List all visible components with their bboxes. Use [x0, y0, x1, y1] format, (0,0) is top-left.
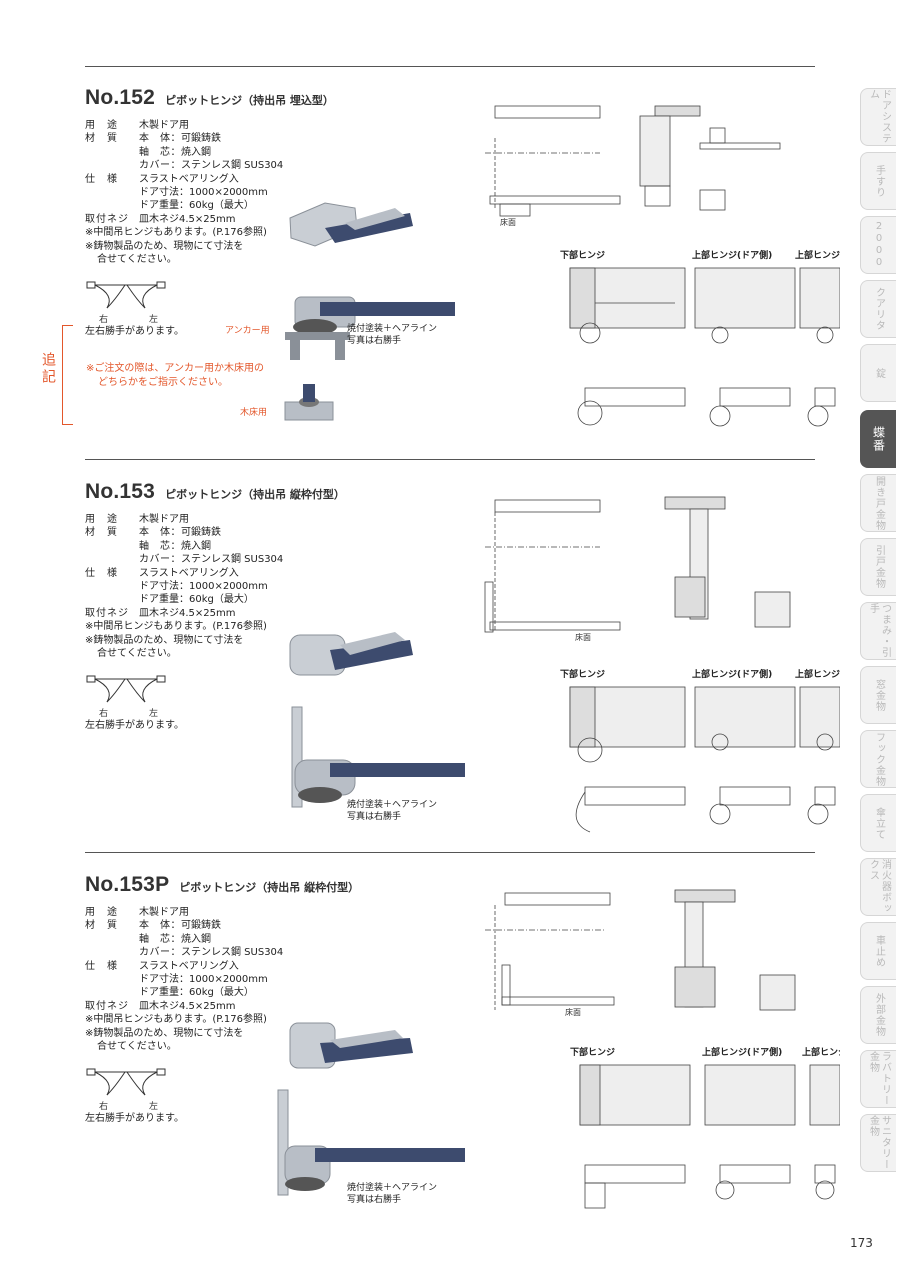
tab-lavatory-hardware[interactable]: ラバトリー金物: [860, 1050, 896, 1108]
tab-door-system[interactable]: ドアシステム: [860, 88, 896, 146]
caption-finish: 焼付塗装＋ヘアライン: [347, 1183, 438, 1193]
svg-text:上部ヒンジ(枠側): 上部ヒンジ(枠側): [795, 668, 840, 680]
svg-text:床面: 床面: [565, 1007, 581, 1017]
svg-text:下部ヒンジ: 下部ヒンジ: [560, 249, 605, 261]
tab-window-hardware[interactable]: 窓金物: [860, 666, 896, 724]
hinge-photo: [289, 1022, 413, 1069]
svg-text:右: 右: [99, 1100, 108, 1112]
spec-list: 用 途木製ドア用 材 質本 体：可鍛鋳鉄 軸 芯：焼入鋼 カバー：ステンレス鋼 …: [85, 120, 284, 266]
model-number: No.153P: [85, 873, 170, 896]
svg-text:上部ヒンジ(ドア側): 上部ヒンジ(ドア側): [692, 668, 772, 680]
tab-sanitary-hardware[interactable]: サニタリー金物: [860, 1114, 896, 1172]
tab-qualita[interactable]: クアリタ: [860, 280, 896, 338]
tab-swing-door-hardware[interactable]: 開き戸金物: [860, 474, 896, 532]
svg-text:床面: 床面: [500, 217, 516, 227]
tab-umbrella-stand[interactable]: 傘立て: [860, 794, 896, 852]
tab-sliding-door-hardware[interactable]: 引戸金物: [860, 538, 896, 596]
addendum-note: ※ご注文の際は、アンカー用か木床用の どちらかをご指示ください。: [86, 363, 264, 388]
product-section-152: No.152 ピボットヒンジ（持出吊 埋込型） 用 途木製ドア用 材 質本 体：…: [85, 86, 845, 456]
tab-hook-hardware[interactable]: フック金物: [860, 730, 896, 788]
product-subtitle: ピボットヒンジ（持出吊 縦枠付型）: [165, 488, 345, 501]
caption-photo-hand: 写真は右勝手: [347, 812, 402, 822]
svg-text:下部ヒンジ: 下部ヒンジ: [570, 1046, 615, 1058]
hand-note: 左右勝手があります。: [85, 720, 184, 731]
swing-diagram: 右 左: [86, 1068, 166, 1112]
hinge-photo-wood: [284, 384, 334, 421]
section-divider: [85, 459, 815, 460]
tab-knobs-pulls[interactable]: つまみ・引手: [860, 602, 896, 660]
svg-text:上部ヒンジ(ドア側): 上部ヒンジ(ドア側): [692, 249, 772, 261]
section-divider: [85, 852, 815, 853]
product-section-153p: No.153P ピボットヒンジ（持出吊 縦枠付型） 用 途木製ドア用 材 質本 …: [85, 873, 845, 1243]
tab-car-stop[interactable]: 車止め: [860, 922, 896, 980]
caption-photo-hand: 写真は右勝手: [347, 1195, 402, 1205]
svg-text:上部ヒンジ(ドア側): 上部ヒンジ(ドア側): [702, 1046, 782, 1058]
svg-text:上部ヒンジ(枠側): 上部ヒンジ(枠側): [802, 1046, 840, 1058]
product-subtitle: ピボットヒンジ（持出吊 埋込型）: [165, 94, 334, 107]
hinge-photo-anchor: [285, 296, 455, 360]
caption-wood: 木床用: [240, 408, 268, 418]
tab-2000[interactable]: 2000: [860, 216, 896, 274]
hand-note: 左右勝手があります。: [85, 326, 184, 337]
spec-list: 用 途木製ドア用 材 質本 体：可鍛鋳鉄 軸 芯：焼入鋼 カバー：ステンレス鋼 …: [85, 907, 284, 1053]
svg-text:上部ヒンジ(枠側): 上部ヒンジ(枠側): [795, 249, 840, 261]
model-number: No.153: [85, 480, 156, 503]
tab-fire-extinguisher-box[interactable]: 消火器ボックス: [860, 858, 896, 916]
technical-drawing: 床面 下部ヒンジ 上部ヒンジ(ドア側) 上部ヒンジ(枠側): [485, 105, 840, 427]
svg-text:右: 右: [99, 313, 108, 325]
tab-hinge[interactable]: 蝶番: [860, 410, 896, 468]
tab-handrail[interactable]: 手すり: [860, 152, 896, 210]
hinge-photo-frame: [291, 706, 465, 808]
technical-drawing: 床面 下部ヒンジ 上部ヒンジ(ドア側) 上部ヒンジ(枠側): [484, 496, 840, 833]
section-divider: [85, 66, 815, 67]
addendum-mark: 追記: [40, 352, 56, 386]
caption-photo-hand: 写真は右勝手: [347, 336, 402, 346]
caption-finish: 焼付塗装＋ヘアライン: [347, 324, 438, 334]
svg-text:左: 左: [149, 313, 158, 325]
svg-text:右: 右: [99, 707, 108, 719]
hand-note: 左右勝手があります。: [85, 1113, 184, 1124]
svg-text:下部ヒンジ: 下部ヒンジ: [560, 668, 605, 680]
hinge-photo-frame: [277, 1089, 465, 1196]
model-number: No.152: [85, 86, 156, 109]
hinge-photo: [289, 632, 413, 676]
svg-text:床面: 床面: [575, 632, 591, 642]
tab-exterior-hardware[interactable]: 外部金物: [860, 986, 896, 1044]
svg-text:左: 左: [149, 707, 158, 719]
swing-diagram: 右 左: [86, 281, 166, 325]
caption-finish: 焼付塗装＋ヘアライン: [347, 800, 438, 810]
page-number: 173: [850, 1236, 873, 1250]
technical-drawing: 床面 下部ヒンジ 上部ヒンジ(ドア側) 上部ヒンジ(枠側): [485, 889, 840, 1209]
product-subtitle: ピボットヒンジ（持出吊 縦枠付型）: [179, 881, 360, 894]
tab-lock[interactable]: 錠: [860, 344, 896, 402]
svg-text:左: 左: [149, 1100, 158, 1112]
addendum-bracket: [62, 325, 73, 425]
hinge-photo: [289, 202, 413, 247]
caption-anchor: アンカー用: [225, 326, 270, 336]
spec-list: 用 途木製ドア用 材 質本 体：可鍛鋳鉄 軸 芯：焼入鋼 カバー：ステンレス鋼 …: [85, 514, 284, 660]
swing-diagram: 右 左: [86, 675, 166, 719]
product-section-153: No.153 ピボットヒンジ（持出吊 縦枠付型） 用 途木製ドア用 材 質本 体…: [85, 480, 845, 850]
